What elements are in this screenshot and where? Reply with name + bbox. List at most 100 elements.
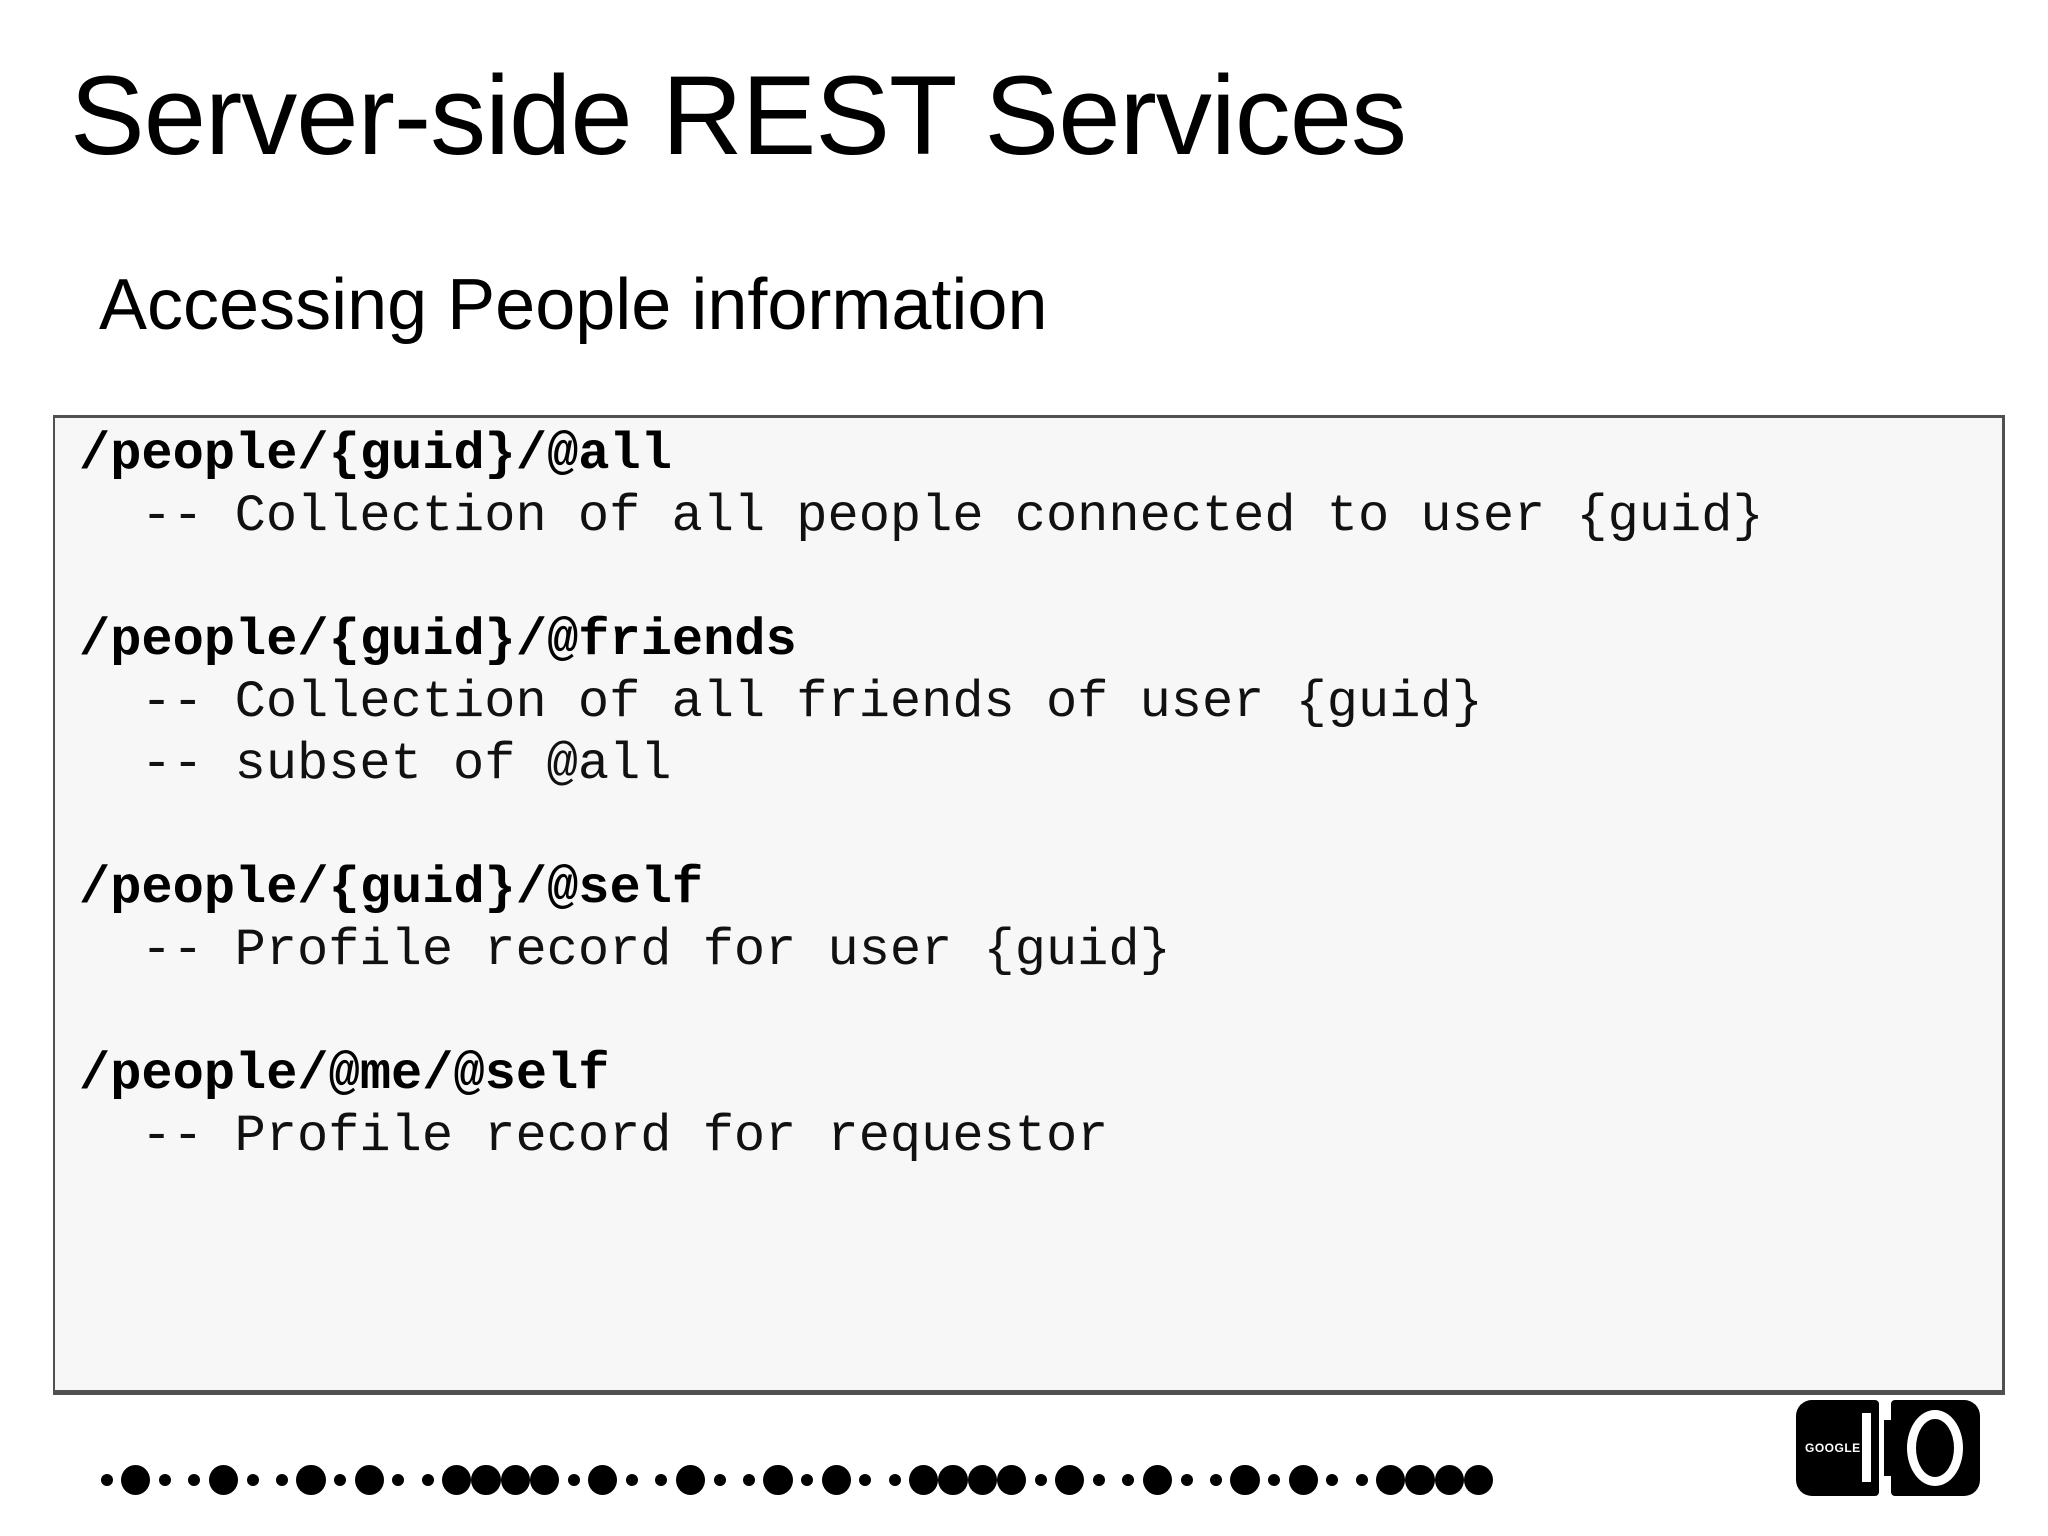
dot-slot (675, 1465, 705, 1495)
dot-slot (238, 1465, 267, 1495)
small-dot (246, 1474, 259, 1486)
slide-subtitle: Accessing People information (99, 265, 1048, 345)
endpoint-entry-all: /people/{guid}/@all -- Collection of all… (79, 424, 1986, 548)
large-dot (967, 1465, 997, 1495)
dot-slot (705, 1465, 734, 1495)
slide-title: Server-side REST Services (70, 53, 1407, 178)
endpoint-path: /people/{guid}/@friends (79, 611, 797, 670)
rest-endpoints-code-panel: /people/{guid}/@all -- Collection of all… (53, 415, 2005, 1395)
dot-slot (208, 1465, 238, 1495)
dot-slot (1260, 1465, 1289, 1495)
small-dot (158, 1474, 171, 1486)
dot-slot (996, 1465, 1026, 1495)
small-dot (655, 1474, 668, 1486)
endpoint-entry-friends: /people/{guid}/@friends -- Collection of… (79, 610, 1986, 796)
endpoint-path: /people/@me/@self (79, 1045, 610, 1104)
dot-slot (1288, 1465, 1318, 1495)
dot-slot (1142, 1465, 1172, 1495)
large-dot (1463, 1465, 1493, 1495)
endpoint-entry-self: /people/{guid}/@self -- Profile record f… (79, 858, 1986, 982)
dot-slot (384, 1465, 413, 1495)
large-dot (675, 1465, 705, 1495)
dot-slot (559, 1465, 588, 1495)
large-dot (354, 1465, 384, 1495)
google-io-logo-right-block (1891, 1400, 1980, 1496)
dot-slot (1114, 1465, 1143, 1495)
large-dot (529, 1465, 559, 1495)
dot-slot (413, 1465, 442, 1495)
endpoint-entry-me-self: /people/@me/@self -- Profile record for … (79, 1044, 1986, 1168)
large-dot (1405, 1465, 1435, 1495)
small-dot (188, 1474, 201, 1486)
dot-slot (909, 1465, 939, 1495)
dot-slot (326, 1465, 355, 1495)
small-dot (888, 1474, 901, 1486)
small-dot (334, 1474, 347, 1486)
google-io-logo: GOOGLE (1796, 1400, 1980, 1496)
large-dot (208, 1465, 238, 1495)
dot-slot (1434, 1465, 1464, 1495)
dot-slot (588, 1465, 618, 1495)
large-dot (821, 1465, 851, 1495)
small-dot (567, 1474, 580, 1486)
io-letter-o-ring (1907, 1410, 1963, 1486)
large-dot (500, 1465, 530, 1495)
small-dot (100, 1474, 113, 1486)
dot-slot (1405, 1465, 1435, 1495)
dot-slot (267, 1465, 296, 1495)
small-dot (1326, 1474, 1339, 1486)
dot-slot (354, 1465, 384, 1495)
small-dot (1355, 1474, 1368, 1486)
large-dot (1434, 1465, 1464, 1495)
dot-slot (442, 1465, 472, 1495)
small-dot (1092, 1474, 1105, 1486)
small-dot (625, 1474, 638, 1486)
io-letter-i-bar (1862, 1413, 1871, 1482)
small-dot (713, 1474, 726, 1486)
small-dot (801, 1474, 814, 1486)
endpoint-path: /people/{guid}/@all (79, 425, 672, 484)
dot-slot (1318, 1465, 1347, 1495)
large-dot (996, 1465, 1026, 1495)
dot-slot (821, 1465, 851, 1495)
small-dot (1122, 1474, 1135, 1486)
dot-slot (296, 1465, 326, 1495)
large-dot (1142, 1465, 1172, 1495)
large-dot (1376, 1465, 1406, 1495)
small-dot (392, 1474, 405, 1486)
dot-slot (1376, 1465, 1406, 1495)
small-dot (275, 1474, 288, 1486)
small-dot (1209, 1474, 1222, 1486)
large-dot (121, 1465, 151, 1495)
dot-slot (734, 1465, 763, 1495)
large-dot (763, 1465, 793, 1495)
small-dot (742, 1474, 755, 1486)
endpoint-comment: -- Profile record for user {guid} (141, 921, 1171, 980)
dot-slot (1084, 1465, 1113, 1495)
small-dot (421, 1474, 434, 1486)
dot-slot (1172, 1465, 1201, 1495)
dot-slot (1055, 1465, 1085, 1495)
large-dot (938, 1465, 968, 1495)
dot-slot (1026, 1465, 1055, 1495)
dot-slot (500, 1465, 530, 1495)
endpoint-comment: -- Collection of all friends of user {gu… (141, 673, 1483, 732)
dot-slot (763, 1465, 793, 1495)
small-dot (1180, 1474, 1193, 1486)
dot-slot (92, 1465, 121, 1495)
endpoint-comment: -- Profile record for requestor (141, 1107, 1109, 1166)
endpoint-comment: -- subset of @all (141, 735, 672, 794)
dot-slot (938, 1465, 968, 1495)
dot-slot (1347, 1465, 1376, 1495)
large-dot (1055, 1465, 1085, 1495)
dot-slot (851, 1465, 880, 1495)
large-dot (1288, 1465, 1318, 1495)
small-dot (859, 1474, 872, 1486)
google-io-logo-tab (1884, 1420, 1894, 1476)
large-dot (1230, 1465, 1260, 1495)
dot-slot (617, 1465, 646, 1495)
footer-dot-pattern (92, 1465, 1493, 1495)
dot-slot (880, 1465, 909, 1495)
large-dot (588, 1465, 618, 1495)
